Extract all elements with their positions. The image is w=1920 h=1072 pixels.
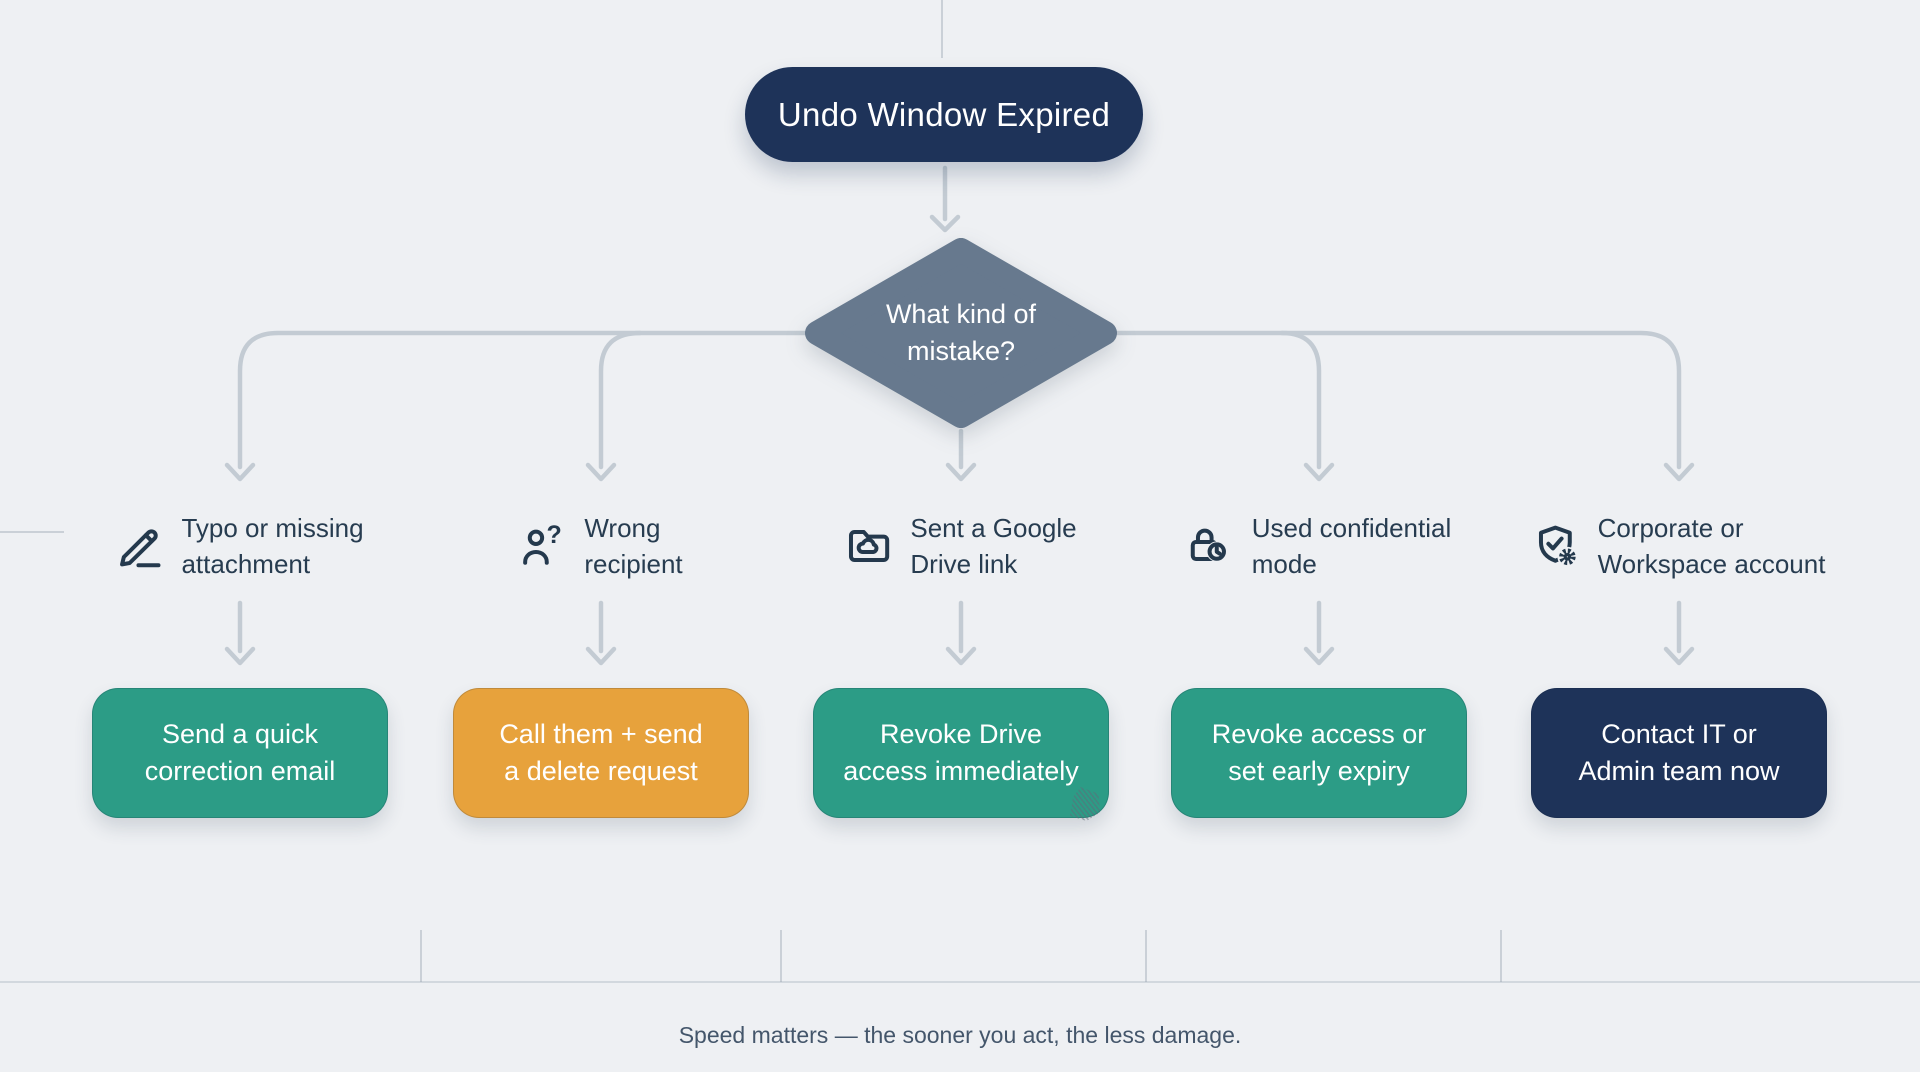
condition-label: Used confidential mode — [1251, 513, 1452, 579]
svg-text:?: ? — [547, 522, 562, 549]
user-question-icon: ? — [519, 522, 567, 570]
start-node-label: Undo Window Expired — [777, 95, 1111, 133]
condition-label: Wrong recipient — [584, 513, 683, 579]
grid-line-top-vertical — [941, 0, 943, 58]
condition-label: Corporate or Workspace account — [1597, 513, 1826, 579]
grid-tick-3 — [1145, 930, 1147, 982]
condition-label: Typo or missing attachment — [181, 513, 364, 579]
condition-confidential-mode: Used confidential mode — [1187, 502, 1451, 590]
condition-label: Sent a Google Drive link — [910, 513, 1077, 579]
grid-tick-4 — [1500, 930, 1502, 982]
diamond-shape — [805, 238, 1117, 428]
folder-cloud-icon — [845, 522, 893, 570]
condition-drive-link: Sent a Google Drive link — [845, 502, 1077, 590]
grid-line-left-horizontal — [0, 531, 64, 533]
grid-tick-2 — [780, 930, 782, 982]
footer-caption: Speed matters — the sooner you act, the … — [678, 1022, 1242, 1048]
condition-corporate-account: Corporate or Workspace account — [1533, 502, 1826, 590]
condition-typo-attachment: Typo or missing attachment — [116, 502, 364, 590]
lock-clock-icon — [1187, 522, 1235, 570]
shield-gear-icon — [1533, 522, 1581, 570]
start-node: Undo Window Expired — [745, 67, 1143, 162]
pencil-icon — [116, 522, 164, 570]
condition-wrong-recipient: ? Wrong recipient — [519, 502, 683, 590]
grid-line-bottom-horizontal — [0, 981, 1920, 983]
grid-tick-1 — [420, 930, 422, 982]
